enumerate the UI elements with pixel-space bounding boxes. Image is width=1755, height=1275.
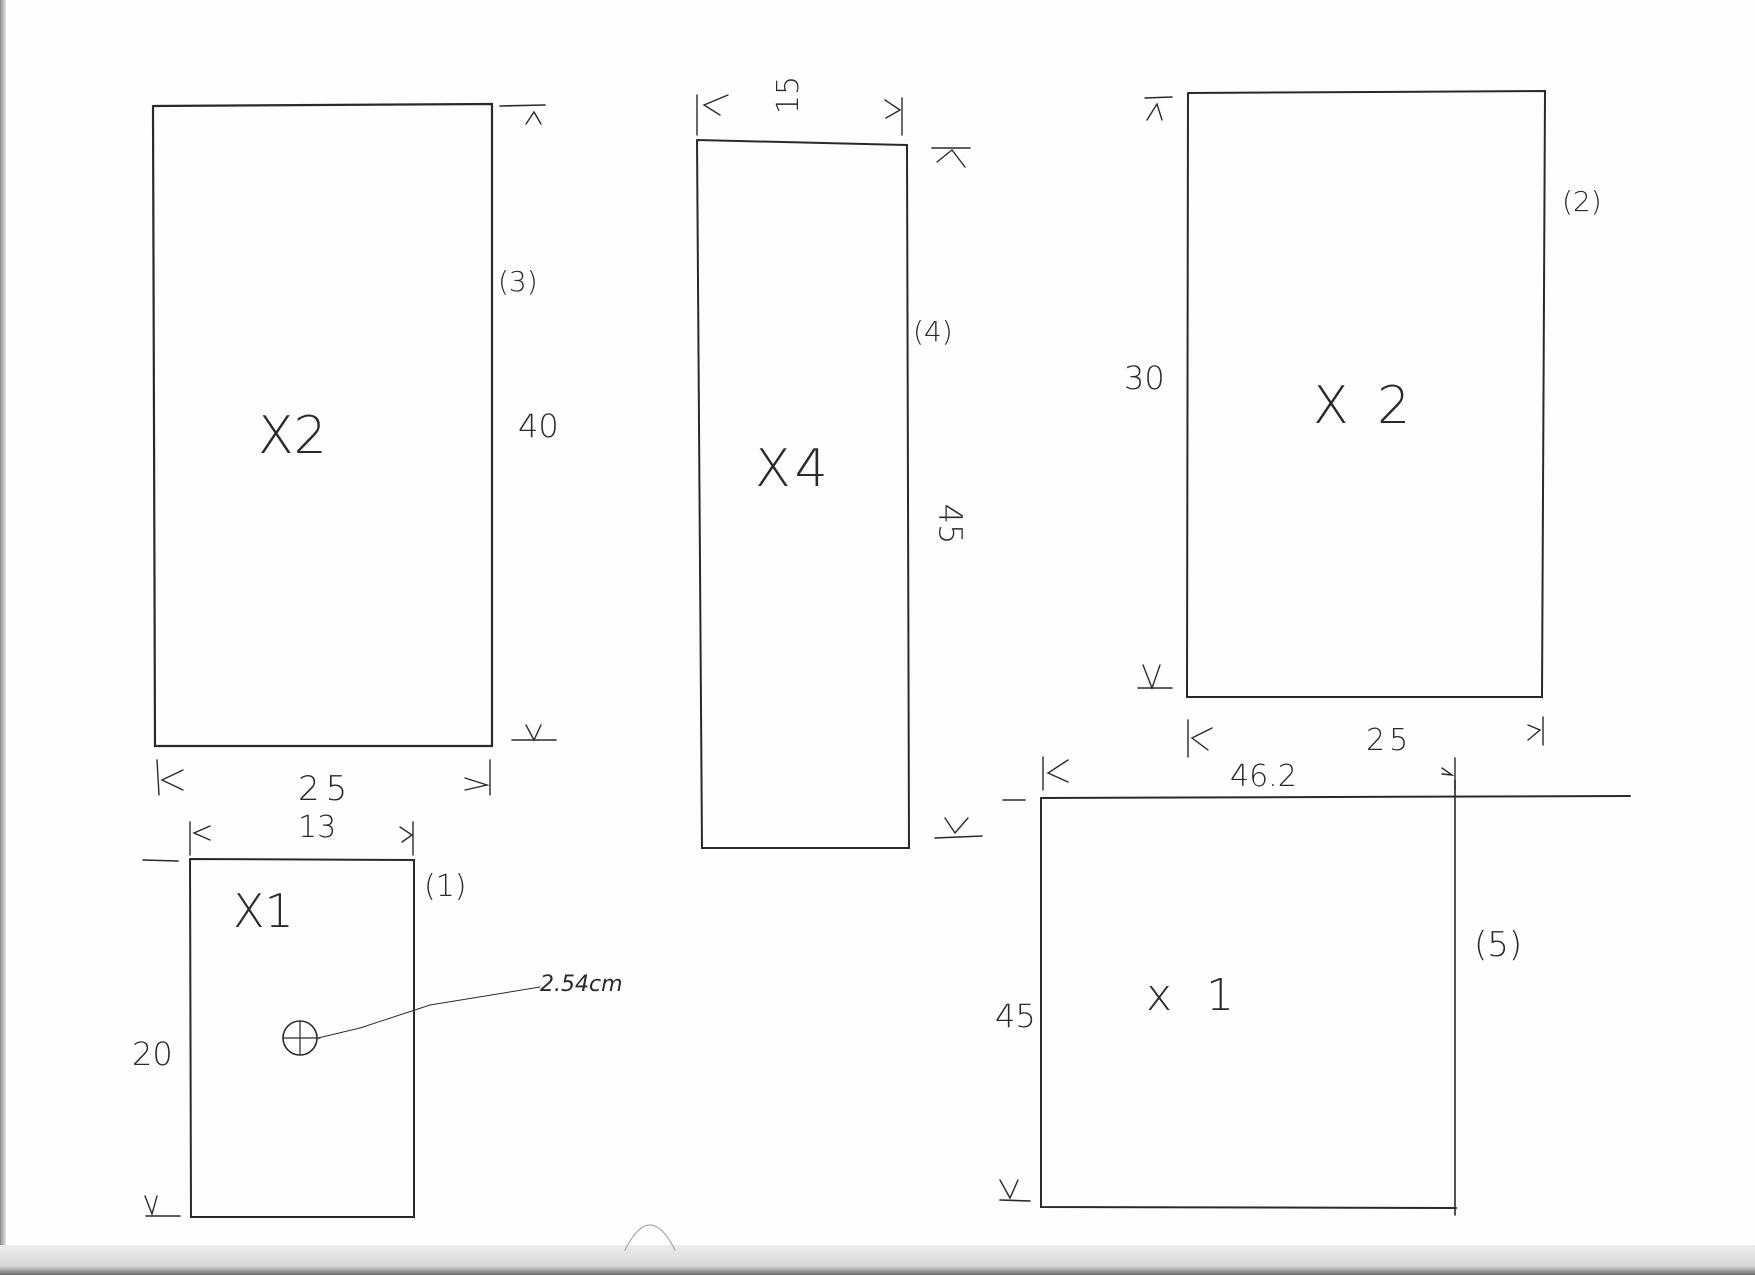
panel-4-height: 45: [931, 503, 970, 545]
panel-2-quantity: X 2: [1313, 376, 1417, 436]
panel-3-outline: [151, 102, 557, 796]
panel-5-outline: [999, 756, 1631, 1216]
scan-left-edge: [0, 0, 6, 1250]
panel-1-outline: [142, 821, 541, 1218]
panel-1-width: 13: [298, 810, 337, 845]
panel-3-tag: (3): [498, 265, 538, 298]
panel-3-quantity: X2: [258, 406, 327, 466]
panel-5-quantity: x 1: [1146, 970, 1245, 1021]
panel-4-width: 15: [771, 75, 807, 115]
panel-4-outline: [696, 94, 983, 849]
panel-2-height: 30: [1124, 359, 1165, 397]
panel-1-tag: (1): [424, 869, 467, 904]
panel-1-height: 20: [132, 1035, 173, 1073]
panel-3-width: 25: [298, 769, 354, 809]
panel-5-height: 45: [995, 997, 1036, 1035]
hole-diameter-label: 2.54cm: [540, 972, 623, 997]
panel-2-width: 25: [1366, 723, 1413, 758]
panel-5-width: 46.2: [1230, 759, 1297, 794]
panel-2-outline: [1137, 89, 1547, 758]
panel-4-tag: (4): [913, 315, 953, 348]
panel-2-tag: (2): [1562, 185, 1602, 218]
panel-3-height: 40: [518, 407, 559, 445]
panel-1-quantity: X1: [233, 884, 294, 938]
panel-5-tag: (5): [1474, 925, 1523, 965]
panel-4-quantity: X4: [755, 439, 832, 499]
scan-bottom-edge: [0, 1245, 1755, 1275]
